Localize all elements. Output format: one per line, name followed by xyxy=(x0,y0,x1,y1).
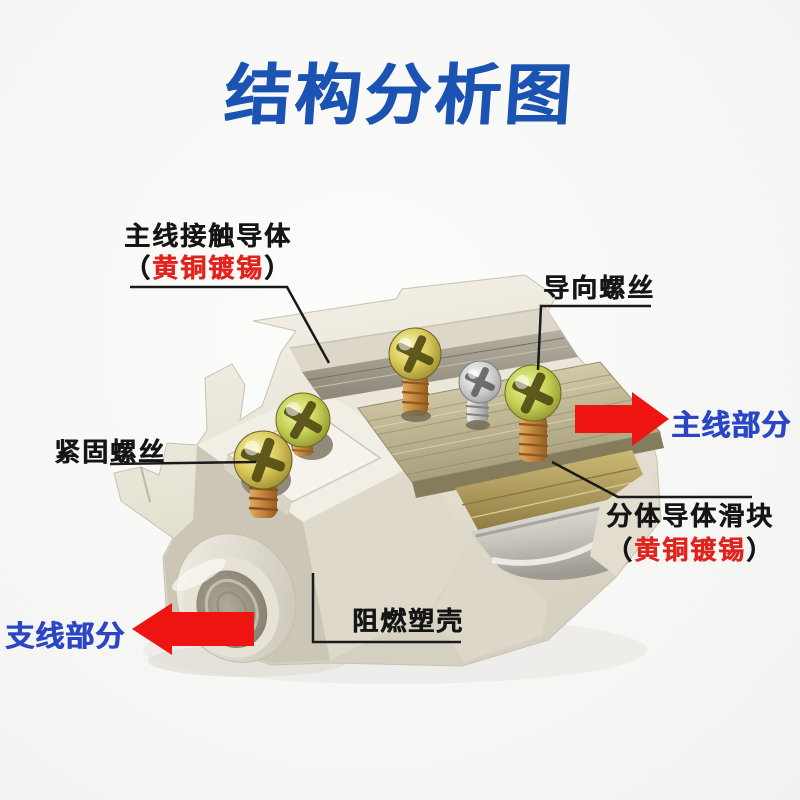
label-slider-line2: （黄铜镀锡） xyxy=(594,534,786,568)
main-screw-right xyxy=(504,364,562,462)
label-slider: 分体导体滑块 （黄铜镀锡） xyxy=(594,500,786,568)
leader-lines xyxy=(109,285,752,644)
guide-screw-silver xyxy=(458,360,502,430)
branch-part-arrow-icon xyxy=(132,603,254,655)
main-part-arrow-icon xyxy=(575,392,669,446)
label-main-conductor-highlight: 黄铜镀锡 xyxy=(151,254,264,284)
label-shell: 阻燃塑壳 xyxy=(352,607,465,637)
leader-fastening-screw xyxy=(109,460,257,466)
label-guide-screw: 导向螺丝 xyxy=(543,274,656,304)
label-branch-part: 支线部分 xyxy=(5,619,126,653)
leader-guide-screw xyxy=(536,304,651,371)
label-slider-highlight: 黄铜镀锡 xyxy=(633,536,746,566)
paren-close: ） xyxy=(746,536,775,566)
label-slider-line1: 分体导体滑块 xyxy=(605,502,774,532)
label-fastening-screw: 紧固螺丝 xyxy=(54,438,167,468)
fastening-screw-lower xyxy=(233,430,293,518)
paren-close: ） xyxy=(264,254,293,284)
paren-open: （ xyxy=(605,536,634,566)
split-conductor-slider xyxy=(432,450,660,662)
label-main-conductor-line1: 主线接触导体 xyxy=(123,222,292,252)
main-screw-left xyxy=(388,327,442,422)
label-main-conductor: 主线接触导体 （黄铜镀锡） xyxy=(102,221,314,285)
label-main-conductor-line2: （黄铜镀锡） xyxy=(102,253,314,285)
leader-slider xyxy=(551,460,752,499)
label-main-part: 主线部分 xyxy=(671,408,792,442)
leader-main-conductor xyxy=(130,285,331,364)
leader-shell xyxy=(311,573,461,644)
paren-open: （ xyxy=(123,254,152,284)
fastening-screw-upper xyxy=(275,392,331,456)
